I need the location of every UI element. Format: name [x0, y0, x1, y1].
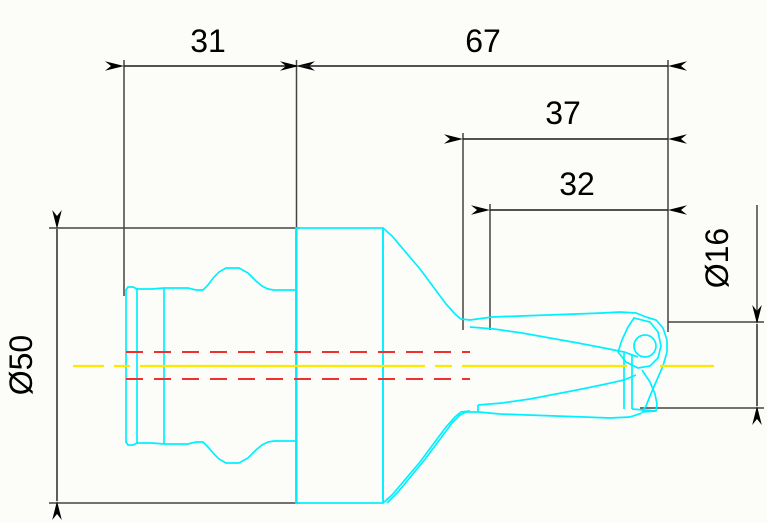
flute-top-helix	[469, 326, 639, 358]
indexable-insert-tip	[617, 317, 662, 369]
drill-nose-outline	[641, 316, 668, 413]
dimension-lines	[52, 61, 762, 520]
tip-bottom-edge	[631, 408, 657, 412]
flute-bottom-helix	[477, 374, 637, 406]
dimension-labels: 31 67 37 32 Ø50 Ø16	[3, 23, 735, 395]
dim-label-67: 67	[465, 23, 501, 59]
dim-label-dia50: Ø50	[3, 335, 39, 395]
flute-top-edge	[469, 311, 647, 321]
drill-nose-lower-face	[641, 369, 658, 413]
dim-label-32: 32	[559, 166, 595, 202]
dim-label-dia16: Ø16	[699, 228, 735, 288]
coolant-bore-hidden	[126, 350, 470, 381]
shank-top-profile	[125, 267, 296, 291]
taper-bottom-inner	[386, 411, 478, 504]
extension-lines	[49, 60, 764, 504]
dim-label-37: 37	[545, 95, 581, 131]
dim-label-31: 31	[190, 23, 226, 59]
shank-bottom-profile	[125, 440, 296, 464]
flute-bottom-edge	[477, 411, 643, 419]
taper-top	[382, 227, 471, 321]
insert-screw-hole	[633, 334, 657, 358]
taper-bottom-outer	[382, 410, 471, 504]
